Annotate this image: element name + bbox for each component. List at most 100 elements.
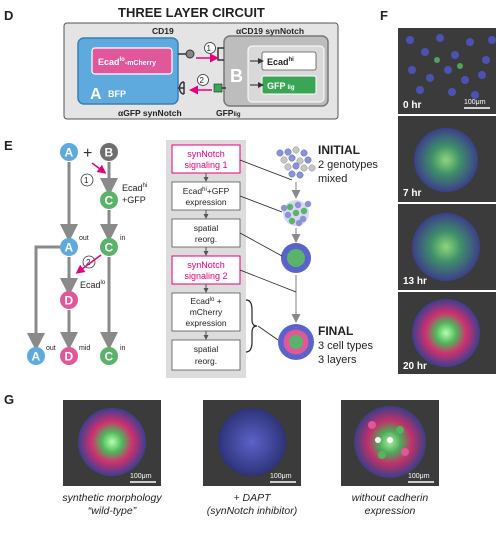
ecad-hi-label: Ecadhi: [267, 57, 294, 67]
final-a-sup: out: [46, 345, 56, 352]
caption-3-line1: without cadherin: [352, 492, 429, 504]
aggregate-dapt: [218, 408, 286, 476]
flow-box4-line2: signaling 2: [184, 271, 227, 281]
flow-box5-line3: expression: [185, 318, 226, 328]
node-a-out-letter: A: [65, 241, 74, 255]
panel-d-title: THREE LAYER CIRCUIT: [118, 5, 265, 20]
flow-box3-line2: reorg.: [195, 234, 217, 244]
node-d: [60, 291, 78, 309]
node-c-in-sup: in: [120, 235, 126, 242]
link-reorg-1: [239, 232, 283, 257]
step-2-badge: [197, 74, 209, 86]
flow-box6-line1: spatial: [194, 344, 219, 354]
final-line2: 3 layers: [318, 354, 357, 366]
final-c: [100, 347, 118, 365]
cluster-two-layer: [281, 243, 311, 273]
synnotch-gfp-label: αGFP synNotch: [118, 108, 182, 118]
flow-box4-line1: synNotch: [187, 260, 225, 270]
ecad-lo-label: Ecadlo: [80, 280, 106, 290]
flowchart: synNotch signaling 1 Ecadhi+GFP expressi…: [171, 144, 258, 371]
flow-box5-line2: mCherry: [190, 307, 223, 317]
final-c-letter: C: [105, 350, 114, 364]
cluster-three-layer: [278, 324, 314, 360]
cd19-label: CD19: [152, 26, 174, 36]
final-a: [27, 347, 45, 365]
aggregate-7hr: [414, 128, 478, 192]
gfp-ligand-icon: [213, 83, 223, 93]
link-signaling-2: [239, 269, 297, 293]
cell-b-letter: B: [230, 66, 243, 86]
flow-box2-line1: Ecadhi+GFP: [183, 186, 230, 196]
flow-box-signaling-1: [171, 144, 241, 174]
flow-box6-line2: reorg.: [195, 356, 217, 366]
caption-1-line2: “wild-type”: [88, 505, 137, 517]
node-d-letter: D: [65, 294, 74, 308]
aggregate-13hr: [412, 213, 480, 281]
caption-2-line2: (synNotch inhibitor): [207, 505, 297, 517]
panel-e-label: E: [4, 138, 13, 153]
node-a-letter: A: [65, 146, 74, 160]
panel-d-label: D: [4, 8, 13, 23]
cluster-mixed: [280, 200, 312, 227]
node-c: [100, 191, 118, 209]
time-label-3: 20 hr: [403, 361, 427, 372]
node-a-out-sup: out: [79, 235, 89, 242]
synnotch-cd19-label: αCD19 synNotch: [236, 26, 304, 36]
plus-sign: +: [83, 145, 92, 162]
panel-f-label: F: [380, 8, 388, 23]
flow-box-reorg-2: [171, 339, 241, 371]
scale-bar-label-g2: 100μm: [270, 473, 292, 480]
scale-bar-label-f: 100μm: [464, 99, 486, 106]
final-d-letter: D: [65, 350, 74, 364]
final-a-letter: A: [32, 350, 41, 364]
final-c-sup: in: [120, 345, 126, 352]
cd19-ligand-icon: [185, 49, 195, 59]
flow-box2-line2: expression: [185, 197, 226, 207]
node-c-in: [100, 238, 118, 256]
caption-1-line1: synthetic morphology: [62, 492, 162, 504]
tree-step-2-num: 2: [86, 258, 91, 267]
node-a-out: [60, 238, 78, 256]
final-line1: 3 cell types: [318, 340, 374, 352]
node-c-letter: C: [105, 194, 114, 208]
cells-0hr: [406, 34, 496, 99]
caption-2-line1: + DAPT: [233, 492, 272, 504]
cluster-initial: [276, 146, 316, 179]
node-a: [60, 143, 78, 161]
synnotch-gfp-cup: [178, 81, 185, 95]
panel-g-label: G: [4, 392, 14, 407]
flow-box1-line2: signaling 1: [184, 160, 227, 170]
tree-step-1-badge: [80, 173, 94, 187]
signal-2-arrow: [75, 254, 102, 274]
step-2-num: 2: [200, 76, 205, 85]
bfp-label: BFP: [108, 89, 126, 99]
initial-line2: mixed: [318, 173, 347, 185]
node-b-letter: B: [105, 146, 114, 160]
ecad-mcherry-box: [91, 47, 173, 75]
link-final: [257, 325, 279, 341]
link-initial: [239, 159, 293, 181]
flow-box-expression-2: [171, 292, 241, 332]
tree-step-1-num: 1: [84, 176, 89, 185]
time-course: 0 hr 7 hr 13 hr 20 hr 100μm: [398, 28, 496, 374]
gfplig-label: GFPlig: [216, 108, 241, 118]
signal-1-arrow: [91, 162, 107, 174]
tree-step-2-badge: [82, 255, 96, 269]
node-b: [100, 143, 118, 161]
final-title: FINAL: [318, 324, 353, 338]
cell-a-letter: A: [90, 86, 102, 103]
final-d-sup: mid: [79, 345, 90, 352]
link-expression-1: [239, 195, 283, 213]
ecad-mcherry-label: Ecadlo-mCherry: [98, 57, 156, 67]
step-1-num: 1: [207, 44, 212, 53]
mixed-cells-overlay: [368, 421, 409, 459]
aggregate-20hr: [412, 299, 480, 367]
flow-box5-line1: Ecadlo +: [190, 296, 221, 306]
node-c-in-letter: C: [105, 241, 114, 255]
ecad-hi-gfp-line1: Ecadhi: [122, 183, 147, 193]
ecad-hi-gfp-line2: +GFP: [122, 195, 146, 205]
flow-box1-line1: synNotch: [187, 149, 225, 159]
initial-line1: 2 genotypes: [318, 159, 378, 171]
